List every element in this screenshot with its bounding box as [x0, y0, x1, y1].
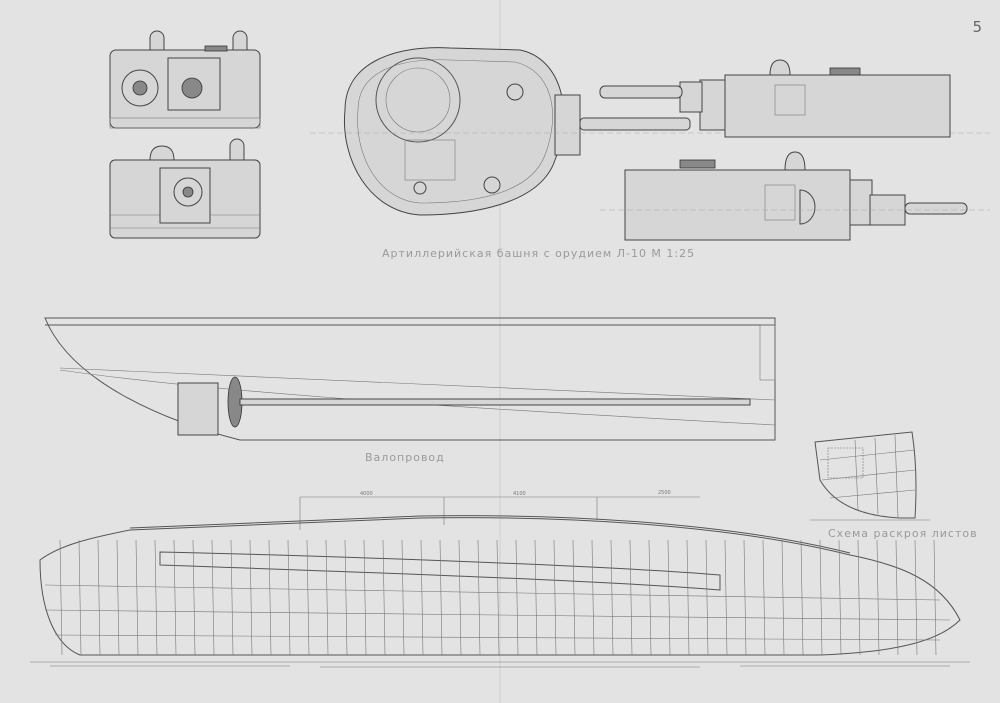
frame-line: [420, 539, 424, 656]
shafting-caption: Валопровод: [365, 451, 445, 464]
frame-line: [496, 539, 500, 656]
frame-line: [591, 539, 595, 656]
dimension-label: 4000: [360, 491, 373, 497]
frame-line: [895, 539, 899, 656]
frame-line: [382, 539, 386, 656]
frame-line: [629, 539, 633, 656]
frame-line: [363, 539, 367, 656]
turret-front-view: [109, 30, 261, 129]
turret-rear-view: [109, 138, 261, 239]
frame-line: [325, 539, 329, 656]
frame-line: [116, 539, 120, 656]
frame-line: [344, 539, 348, 656]
frame-line: [724, 539, 728, 656]
dimension-label: 4100: [513, 491, 526, 497]
frame-line: [819, 539, 823, 656]
frame-line: [59, 539, 63, 656]
frame-line: [135, 539, 139, 656]
frame-line: [705, 539, 709, 656]
frame-line: [876, 539, 880, 656]
frame-line: [534, 539, 538, 656]
turret-side-view-right: [624, 151, 968, 241]
frame-line: [458, 539, 462, 656]
frame-line: [648, 539, 652, 656]
frame-line: [211, 539, 215, 656]
frame-line: [306, 539, 310, 656]
frame-line: [762, 539, 766, 656]
frame-line: [268, 539, 272, 656]
frame-line: [287, 539, 291, 656]
frame-line: [192, 539, 196, 656]
frame-line: [553, 539, 557, 656]
frame-line: [743, 539, 747, 656]
frame-line: [249, 539, 253, 656]
dimension-label: 2500: [658, 490, 671, 496]
frame-line: [401, 539, 405, 656]
frame-line: [515, 539, 519, 656]
frame-line: [97, 539, 101, 656]
frame-line: [173, 539, 177, 656]
frame-line: [439, 539, 443, 656]
plating-scheme: [810, 431, 930, 521]
frame-line: [230, 539, 234, 656]
frame-line: [572, 539, 576, 656]
shafting-drawing: [44, 317, 776, 441]
frame-line: [933, 539, 937, 656]
frame-line: [610, 539, 614, 656]
turret-top-view: [343, 47, 691, 216]
frame-line: [686, 539, 690, 656]
frame-line: [857, 539, 861, 656]
plating-scheme-caption: Схема раскроя листов: [828, 527, 978, 540]
frame-line: [838, 539, 842, 656]
frame-line: [477, 539, 481, 656]
frame-line: [800, 539, 804, 656]
turret-side-view-left: [599, 59, 951, 138]
frame-line: [154, 539, 158, 656]
frame-line: [914, 539, 918, 656]
turret-caption: Артиллерийская башня с орудием Л-10 М 1:…: [382, 247, 696, 260]
frame-line: [78, 539, 82, 656]
frame-line: [781, 539, 785, 656]
frame-line: [667, 539, 671, 656]
page-number: 5: [972, 18, 982, 36]
